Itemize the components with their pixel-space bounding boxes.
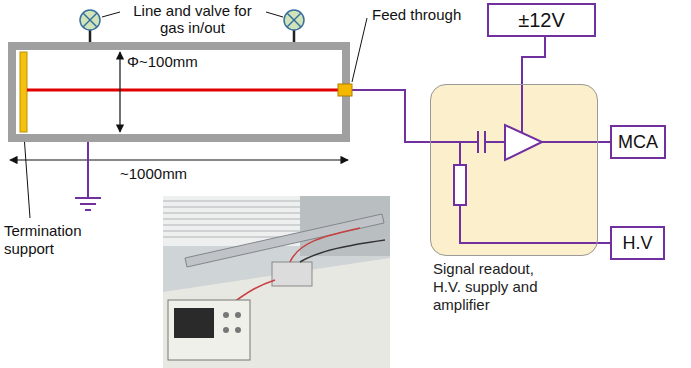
length-dimension: ~1000mm bbox=[120, 165, 187, 182]
anode-wire bbox=[27, 89, 340, 92]
node-text: Φ~100mm bbox=[127, 53, 198, 70]
detector-tube: Φ~100mm bbox=[8, 42, 350, 142]
feedthrough-label: Feed through bbox=[372, 6, 461, 23]
signal-wire bbox=[598, 242, 610, 244]
node-text: MCA bbox=[618, 132, 658, 153]
node-text: H.V bbox=[622, 233, 652, 254]
termination-support bbox=[20, 52, 27, 132]
signal-wire bbox=[598, 141, 610, 143]
termination-label: Termination support bbox=[4, 222, 99, 258]
leader-line bbox=[352, 18, 367, 82]
power-box: ±12V bbox=[487, 3, 596, 37]
ground-symbol bbox=[75, 142, 101, 210]
node-text: ±12V bbox=[518, 9, 565, 32]
signal-wire bbox=[522, 37, 545, 84]
valve-label: Line and valve for gas in/out bbox=[125, 2, 260, 36]
gas-valve bbox=[80, 10, 100, 44]
readout-box: Signal readout, H.V. supply and amplifie… bbox=[430, 84, 598, 256]
gas-valve bbox=[284, 10, 304, 44]
readout-circuit bbox=[430, 84, 598, 243]
dimension-arrow bbox=[119, 52, 120, 132]
dimension-arrow bbox=[10, 159, 348, 160]
leader-line bbox=[102, 12, 120, 17]
node-text: Signal readout, H.V. supply and amplifie… bbox=[433, 260, 558, 314]
leader-line bbox=[266, 12, 283, 17]
readout-panel bbox=[430, 84, 598, 256]
leader-line bbox=[24, 135, 30, 218]
signal-wire bbox=[350, 90, 430, 142]
hv-box: H.V bbox=[610, 226, 665, 260]
setup-photo bbox=[163, 196, 390, 368]
mca-box: MCA bbox=[610, 125, 666, 159]
